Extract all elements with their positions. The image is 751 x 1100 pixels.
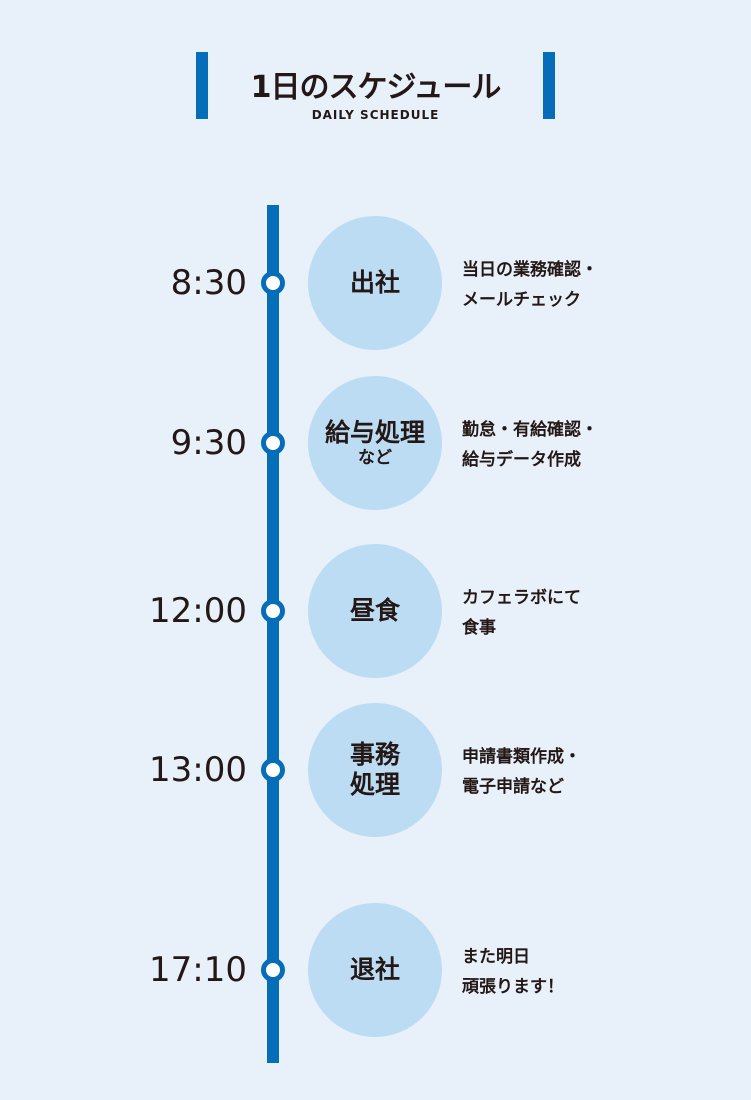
activity-circle: 昼食 [308,544,442,678]
activity-circle: 給与処理 など [308,376,442,510]
activity-description: 当日の業務確認・ メールチェック [462,260,598,310]
timeline-node [261,599,285,623]
activity-circle: 事務 処理 [308,703,442,837]
activity-circle: 退社 [308,903,442,1037]
timeline-node [261,758,285,782]
schedule-time: 13:00 [149,750,247,790]
page-title: 1日のスケジュール [250,70,502,105]
schedule-time: 8:30 [170,263,247,303]
activity-label: 昼食 [349,596,400,625]
schedule-time: 9:30 [170,423,247,463]
activity-circle: 出社 [308,216,442,350]
timeline-line [267,205,279,1063]
page-subtitle: DAILY SCHEDULE [311,108,440,122]
activity-label: 事務 処理 [349,740,400,799]
activity-label: 出社 [349,268,400,297]
timeline-node [261,271,285,295]
activity-description: また明日 頑張ります！ [462,947,564,997]
activity-description: カフェラボにて 食事 [462,588,581,638]
timeline-node [261,958,285,982]
activity-sublabel: など [358,448,392,468]
timeline-node [261,431,285,455]
activity-description: 申請書類作成・ 電子申請など [462,747,581,797]
activity-label: 退社 [349,955,400,984]
schedule-time: 17:10 [149,950,247,990]
title-bar-left [196,52,208,119]
schedule-time: 12:00 [149,591,247,631]
activity-description: 勤怠・有給確認・ 給与データ作成 [462,420,598,470]
activity-label: 給与処理 [324,418,425,447]
title-bar-right [543,52,555,119]
